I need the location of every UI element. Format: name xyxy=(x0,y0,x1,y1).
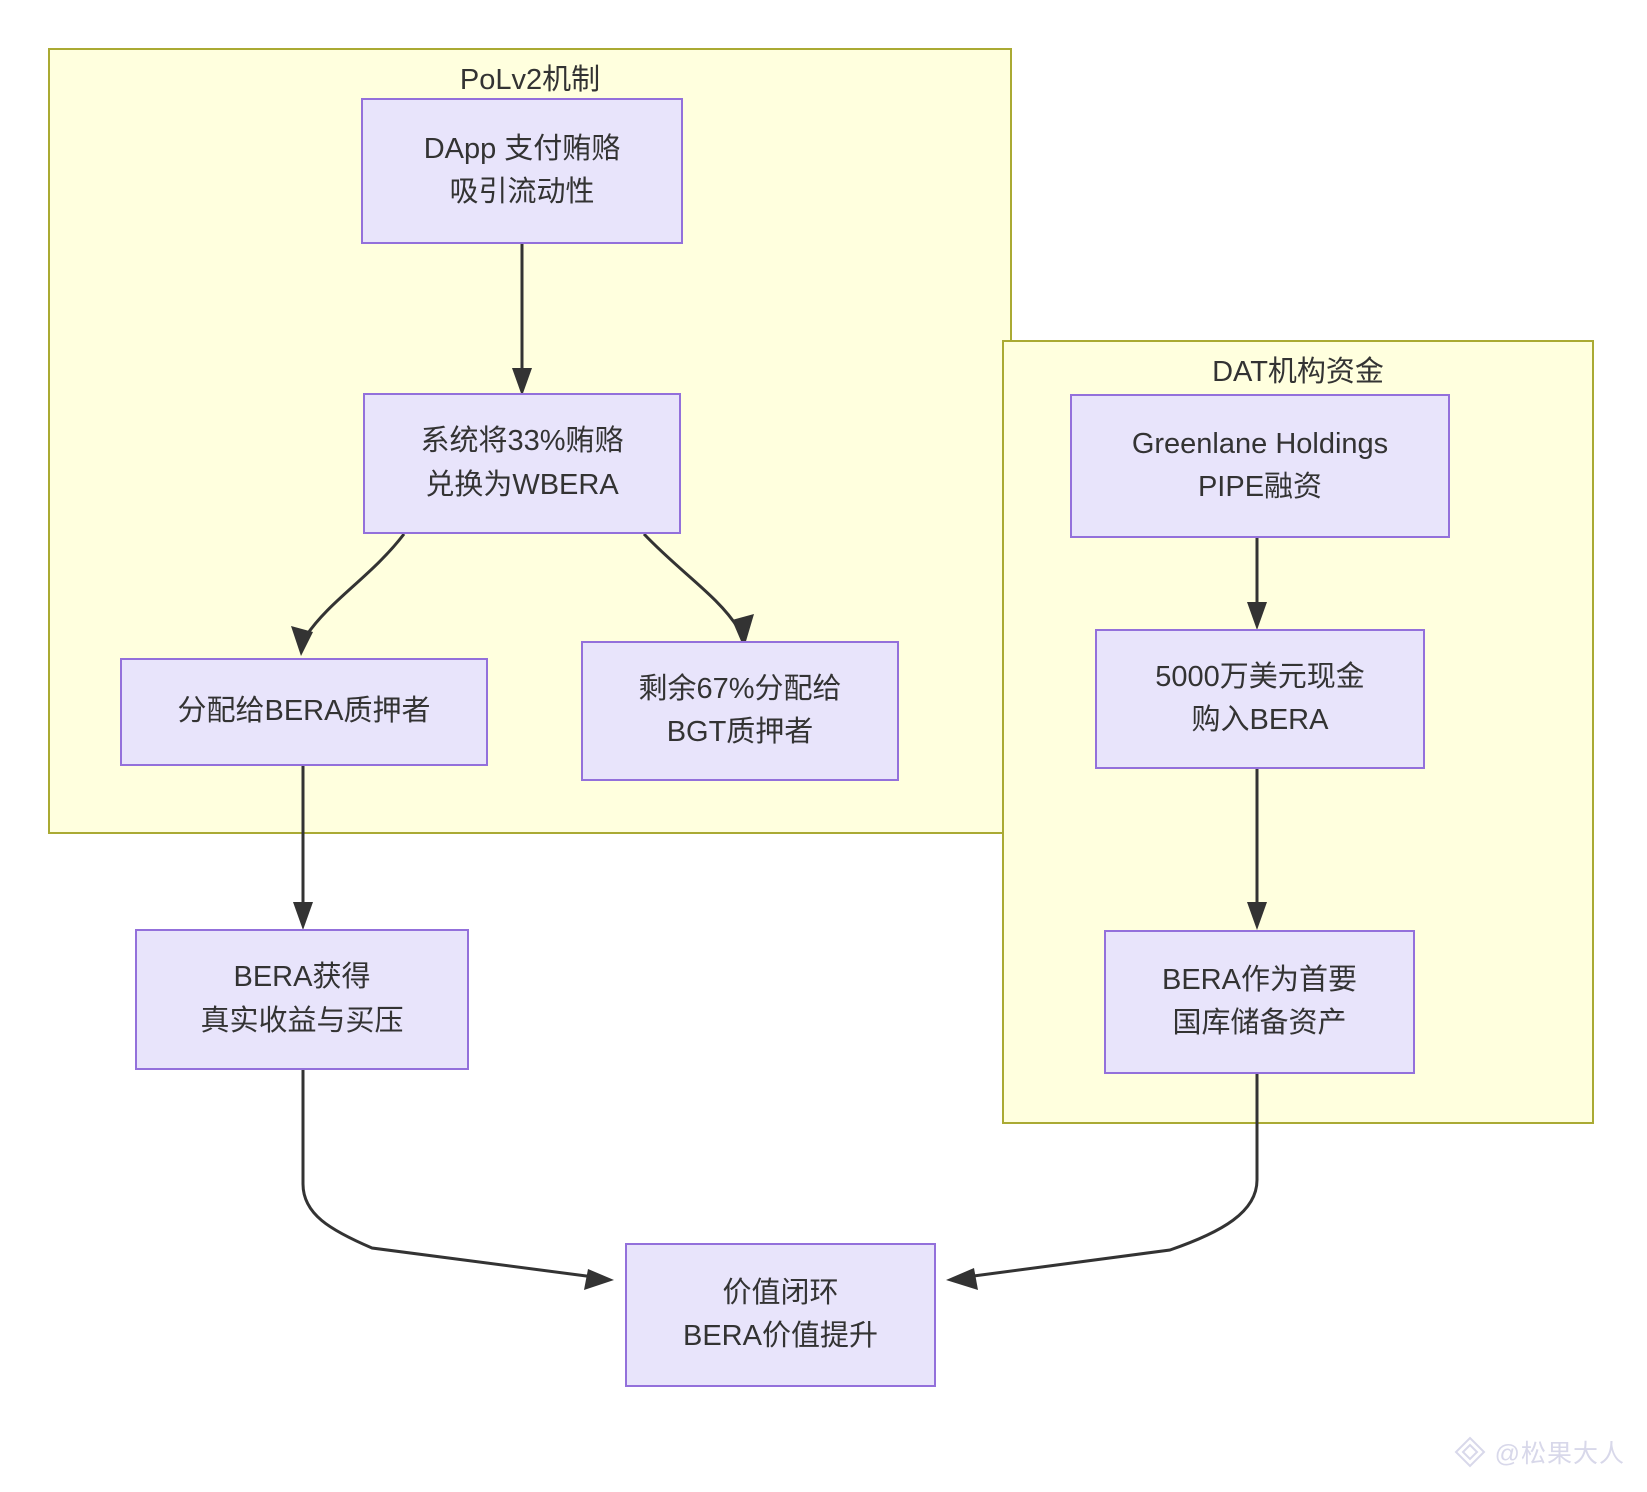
node-n9-line-2: BERA价值提升 xyxy=(683,1320,878,1352)
node-value-loop-bera-value-up[interactable]: 价值闭环 BERA价值提升 xyxy=(625,1243,936,1387)
node-n4-line-1: 剩余67%分配给 xyxy=(638,672,842,705)
node-n4-line-2: BGT质押者 xyxy=(666,716,814,748)
node-n5-line-1: BERA获得 xyxy=(233,961,371,993)
cluster-dat-label: DAT机构资金 xyxy=(1212,356,1384,388)
node-n8-line-2: 国库储备资产 xyxy=(1172,1007,1347,1039)
node-n6-line-2: PIPE融资 xyxy=(1197,471,1323,503)
node-n9-line-1: 价值闭环 xyxy=(722,1276,839,1309)
node-greenlane-pipe-financing[interactable]: Greenlane Holdings PIPE融资 xyxy=(1070,394,1450,538)
watermark-text: @松果大人 xyxy=(1494,1440,1625,1468)
node-swap-33-percent-wbera[interactable]: 系统将33%贿赂 兑换为WBERA xyxy=(363,393,681,534)
diamond-logo-icon xyxy=(1454,1436,1486,1468)
node-n2-line-1: 系统将33%贿赂 xyxy=(420,425,624,457)
edge-n5-n9 xyxy=(301,1070,614,1290)
node-bera-real-yield-buy-pressure[interactable]: BERA获得 真实收益与买压 xyxy=(135,929,469,1070)
node-n5-line-2: 真实收益与买压 xyxy=(200,1004,404,1037)
node-bera-primary-treasury-asset[interactable]: BERA作为首要 国库储备资产 xyxy=(1104,930,1415,1074)
node-n7-line-1: 5000万美元现金 xyxy=(1155,660,1365,693)
node-n3-line-1: 分配给BERA质押者 xyxy=(177,695,431,728)
node-n8-line-1: BERA作为首要 xyxy=(1162,963,1357,996)
watermark: @松果大人 xyxy=(1453,1434,1625,1470)
node-50m-usd-cash-buy-bera[interactable]: 5000万美元现金 购入BERA xyxy=(1095,629,1425,769)
node-remaining-67-bgt-stakers[interactable]: 剩余67%分配给 BGT质押者 xyxy=(581,641,899,781)
node-n6-line-1: Greenlane Holdings xyxy=(1131,427,1389,460)
cluster-polv2-label: PoLv2机制 xyxy=(459,64,601,96)
node-n1-line-1: DApp 支付贿赂 xyxy=(423,132,621,165)
node-n1-line-2: 吸引流动性 xyxy=(449,176,595,208)
node-dapp-pay-bribe[interactable]: DApp 支付贿赂 吸引流动性 xyxy=(361,98,683,244)
node-distribute-bera-stakers[interactable]: 分配给BERA质押者 xyxy=(120,658,488,766)
node-n7-line-2: 购入BERA xyxy=(1191,704,1329,736)
node-n2-line-2: 兑换为WBERA xyxy=(425,468,619,501)
